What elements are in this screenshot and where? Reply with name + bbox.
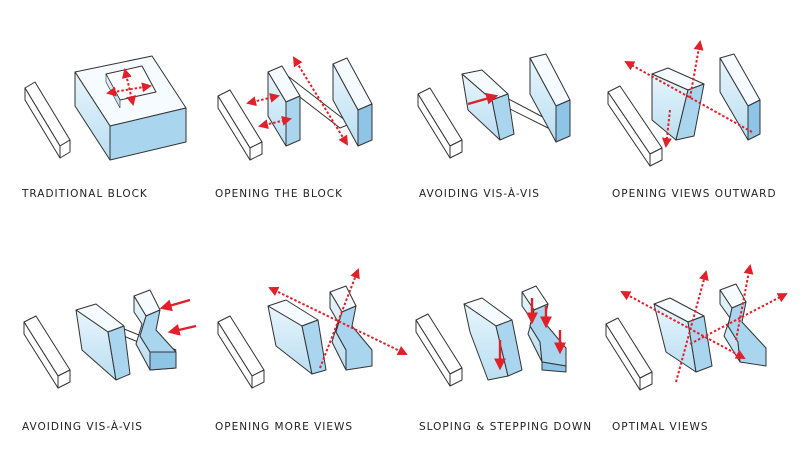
panel-opening-more-views — [217, 268, 408, 389]
panel-optimal-views — [605, 264, 788, 391]
optimal-arrows — [620, 264, 788, 383]
view-arrow — [467, 92, 499, 106]
more-view-arrows — [268, 268, 408, 369]
avoid-arrows — [159, 298, 197, 336]
opening-arrows — [246, 56, 349, 146]
panel-traditional-block — [24, 55, 187, 161]
caption-avoiding-vis-a-vis-1: AVOIDING VIS-À-VIS — [419, 188, 540, 200]
white-bar-block — [24, 81, 71, 159]
outward-arrows — [624, 40, 753, 148]
caption-traditional-block: TRADITIONAL BLOCK — [22, 188, 148, 200]
panel-avoiding-vis-a-vis-1 — [417, 53, 571, 159]
panel-opening-views-outward — [607, 40, 761, 167]
courtyard-arrows — [106, 68, 152, 106]
white-bar-block — [607, 85, 663, 167]
white-bar-block — [417, 87, 463, 159]
panel-sloping-stepping-down — [415, 285, 567, 387]
caption-sloping-stepping-down: SLOPING & STEPPING DOWN — [419, 421, 593, 433]
optimal-blocks — [653, 283, 767, 373]
caption-opening-views-outward: OPENING VIEWS OUTWARD — [612, 188, 777, 200]
white-bar-block — [217, 89, 263, 161]
caption-optimal-views: OPTIMAL VIEWS — [612, 421, 709, 433]
white-bar-block — [217, 315, 265, 389]
white-bar-block — [415, 313, 463, 387]
caption-opening-the-block: OPENING THE BLOCK — [215, 188, 343, 200]
white-bar-block — [605, 317, 653, 391]
caption-avoiding-vis-a-vis-2: AVOIDING VIS-À-VIS — [22, 421, 143, 433]
courtyard-block — [74, 55, 187, 161]
sloped-blocks — [463, 285, 567, 381]
panel-avoiding-vis-a-vis-2 — [23, 289, 197, 389]
white-bar-block — [23, 315, 71, 389]
zigzag-blocks — [75, 289, 177, 381]
skewed-blocks — [461, 53, 571, 143]
panel-opening-the-block — [217, 56, 373, 161]
caption-opening-more-views: OPENING MORE VIEWS — [215, 421, 354, 433]
step-down-arrows — [494, 298, 566, 371]
outward-blocks — [651, 53, 761, 141]
